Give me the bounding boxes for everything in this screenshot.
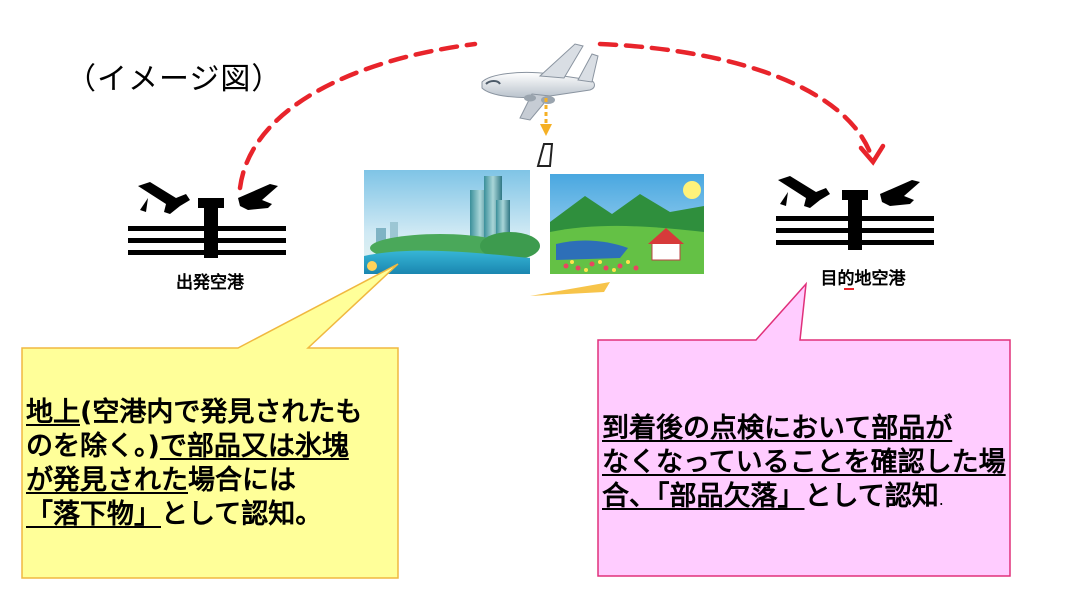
left-callout-bubble	[21, 263, 399, 579]
ground-scene-city	[364, 170, 540, 274]
left-bubble-text: 地上(空港内で発見されたも のを除く。)で部品又は氷塊 が発見された場合には 「…	[26, 396, 398, 532]
missing-part-term: 「部品欠落」	[656, 481, 805, 512]
right-line2: なくなっていることを確認した場	[602, 447, 1006, 478]
right-bubble-text: 到着後の点検において部品が なくなっていることを確認した場 合、「部品欠落」とし…	[602, 412, 1007, 517]
right-line3-a: 合、	[602, 481, 656, 512]
left-line4-b: として認知。	[161, 499, 323, 530]
falling-object-term: 「落下物」	[26, 499, 161, 530]
right-line3-period: .	[938, 490, 944, 509]
right-line3-c: として認知	[804, 481, 939, 512]
arrival-airport-icon	[776, 176, 934, 250]
diagram-caption: （イメージ図）	[66, 62, 283, 97]
departure-airport-icon	[128, 182, 286, 258]
left-line3-a: が発見された	[26, 465, 188, 496]
ground-scene-countryside	[550, 174, 704, 274]
right-callout-bubble	[597, 281, 1011, 577]
fallen-part-icon	[536, 143, 554, 167]
left-line1-rest: (空港内で発見されたも	[80, 397, 363, 428]
wind-streak-icon	[530, 282, 610, 296]
left-line3-b: 場合には	[188, 465, 296, 496]
left-line2-b: で部品又は氷塊	[159, 431, 349, 462]
arrival-airport-label: 目的地空港	[820, 269, 906, 289]
airplane-icon	[481, 43, 599, 121]
ground-term: 地上	[26, 397, 80, 428]
left-line2-a: のを除く。)	[26, 431, 160, 462]
flight-path-arc	[237, 41, 886, 191]
falling-object-arrow	[540, 98, 552, 136]
right-line1: 到着後の点検において部品が	[602, 413, 953, 444]
departure-airport-label: 出発空港	[176, 273, 244, 293]
